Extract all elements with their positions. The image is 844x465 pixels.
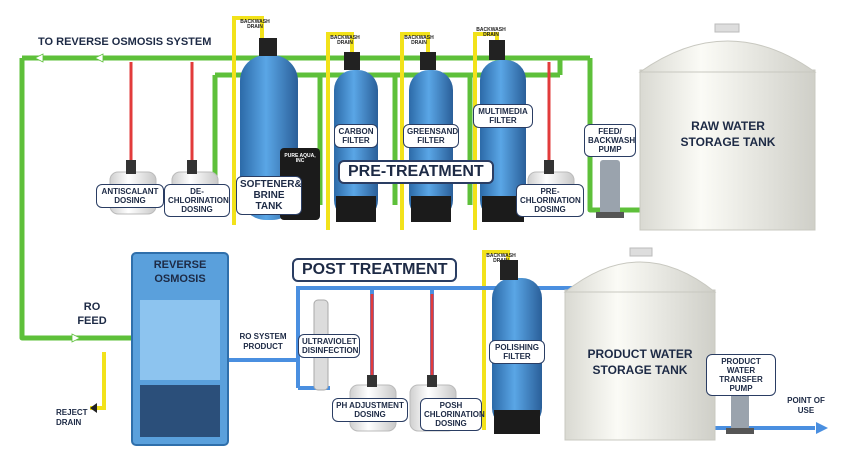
transfer-pump: [726, 392, 754, 434]
dechlorination-dosing-label: DE-CHLORINATION DOSING: [164, 184, 230, 217]
softener-label: SOFTENER& BRINE TANK: [236, 176, 302, 215]
multimedia-filter-label: MULTIMEDIA FILTER: [473, 104, 533, 128]
pre-treatment-title: PRE-TREATMENT: [338, 160, 494, 184]
feed-pump: [596, 160, 624, 218]
antiscalant-dosing-label: ANTISCALANT DOSING: [96, 184, 164, 208]
backwash-drain-tag-polishing: BACKWASH DRAIN: [486, 253, 516, 264]
ro-unit: [131, 252, 229, 446]
raw-water-tank-label: RAW WATER STORAGE TANK: [680, 119, 776, 149]
reject-drain-label: REJECT DRAIN: [56, 408, 88, 427]
ro-system-product-label: RO SYSTEM PRODUCT: [239, 332, 287, 351]
ro-feed-label: RO FEED: [77, 301, 107, 327]
post-treatment-title: POST TREATMENT: [292, 258, 458, 282]
product-water-tank-label: PRODUCT WATER STORAGE TANK: [587, 347, 693, 377]
flow-arrows: [34, 53, 104, 343]
drain-line: [90, 16, 510, 430]
backwash-drain-tag-greensand: BACKWASH DRAIN: [404, 35, 434, 46]
product-water-tank: [563, 247, 717, 441]
backwash-drain-tag-softener: BACKWASH DRAIN: [240, 19, 270, 30]
feed-pump-label: FEED/ BACKWASH PUMP: [584, 124, 636, 157]
chemical-line: [129, 62, 551, 385]
transfer-pump-label: PRODUCT WATER TRANSFER PUMP: [706, 354, 776, 396]
prechlorination-dosing-label: PRE- CHLORINATION DOSING: [516, 184, 584, 217]
post-chlorination-dosing-label: POSH CHLORINATION DOSING: [420, 398, 485, 431]
greensand-filter-label: GREENSAND FILTER: [403, 124, 459, 148]
polishing-filter-label: POLISHING FILTER: [489, 340, 545, 364]
backwash-drain-tag-carbon: BACKWASH DRAIN: [330, 35, 360, 46]
reverse-osmosis-title: REVERSE OSMOSIS: [153, 259, 207, 285]
to-ro-system-label: TO REVERSE OSMOSIS SYSTEM: [38, 36, 212, 48]
raw-water-tank: [638, 23, 817, 231]
brine-brand-label: PURE AQUA, INC: [284, 153, 316, 164]
backwash-drain-tag-multimedia: BACKWASH DRAIN: [476, 27, 506, 38]
uv-label: ULTRAVIOLET DISINFECTION: [298, 334, 360, 358]
point-of-use-label: POINT OF USE: [787, 396, 825, 415]
ph-adjustment-dosing-label: PH ADJUSTMENT DOSING: [332, 398, 408, 422]
carbon-filter-label: CARBON FILTER: [334, 124, 378, 148]
